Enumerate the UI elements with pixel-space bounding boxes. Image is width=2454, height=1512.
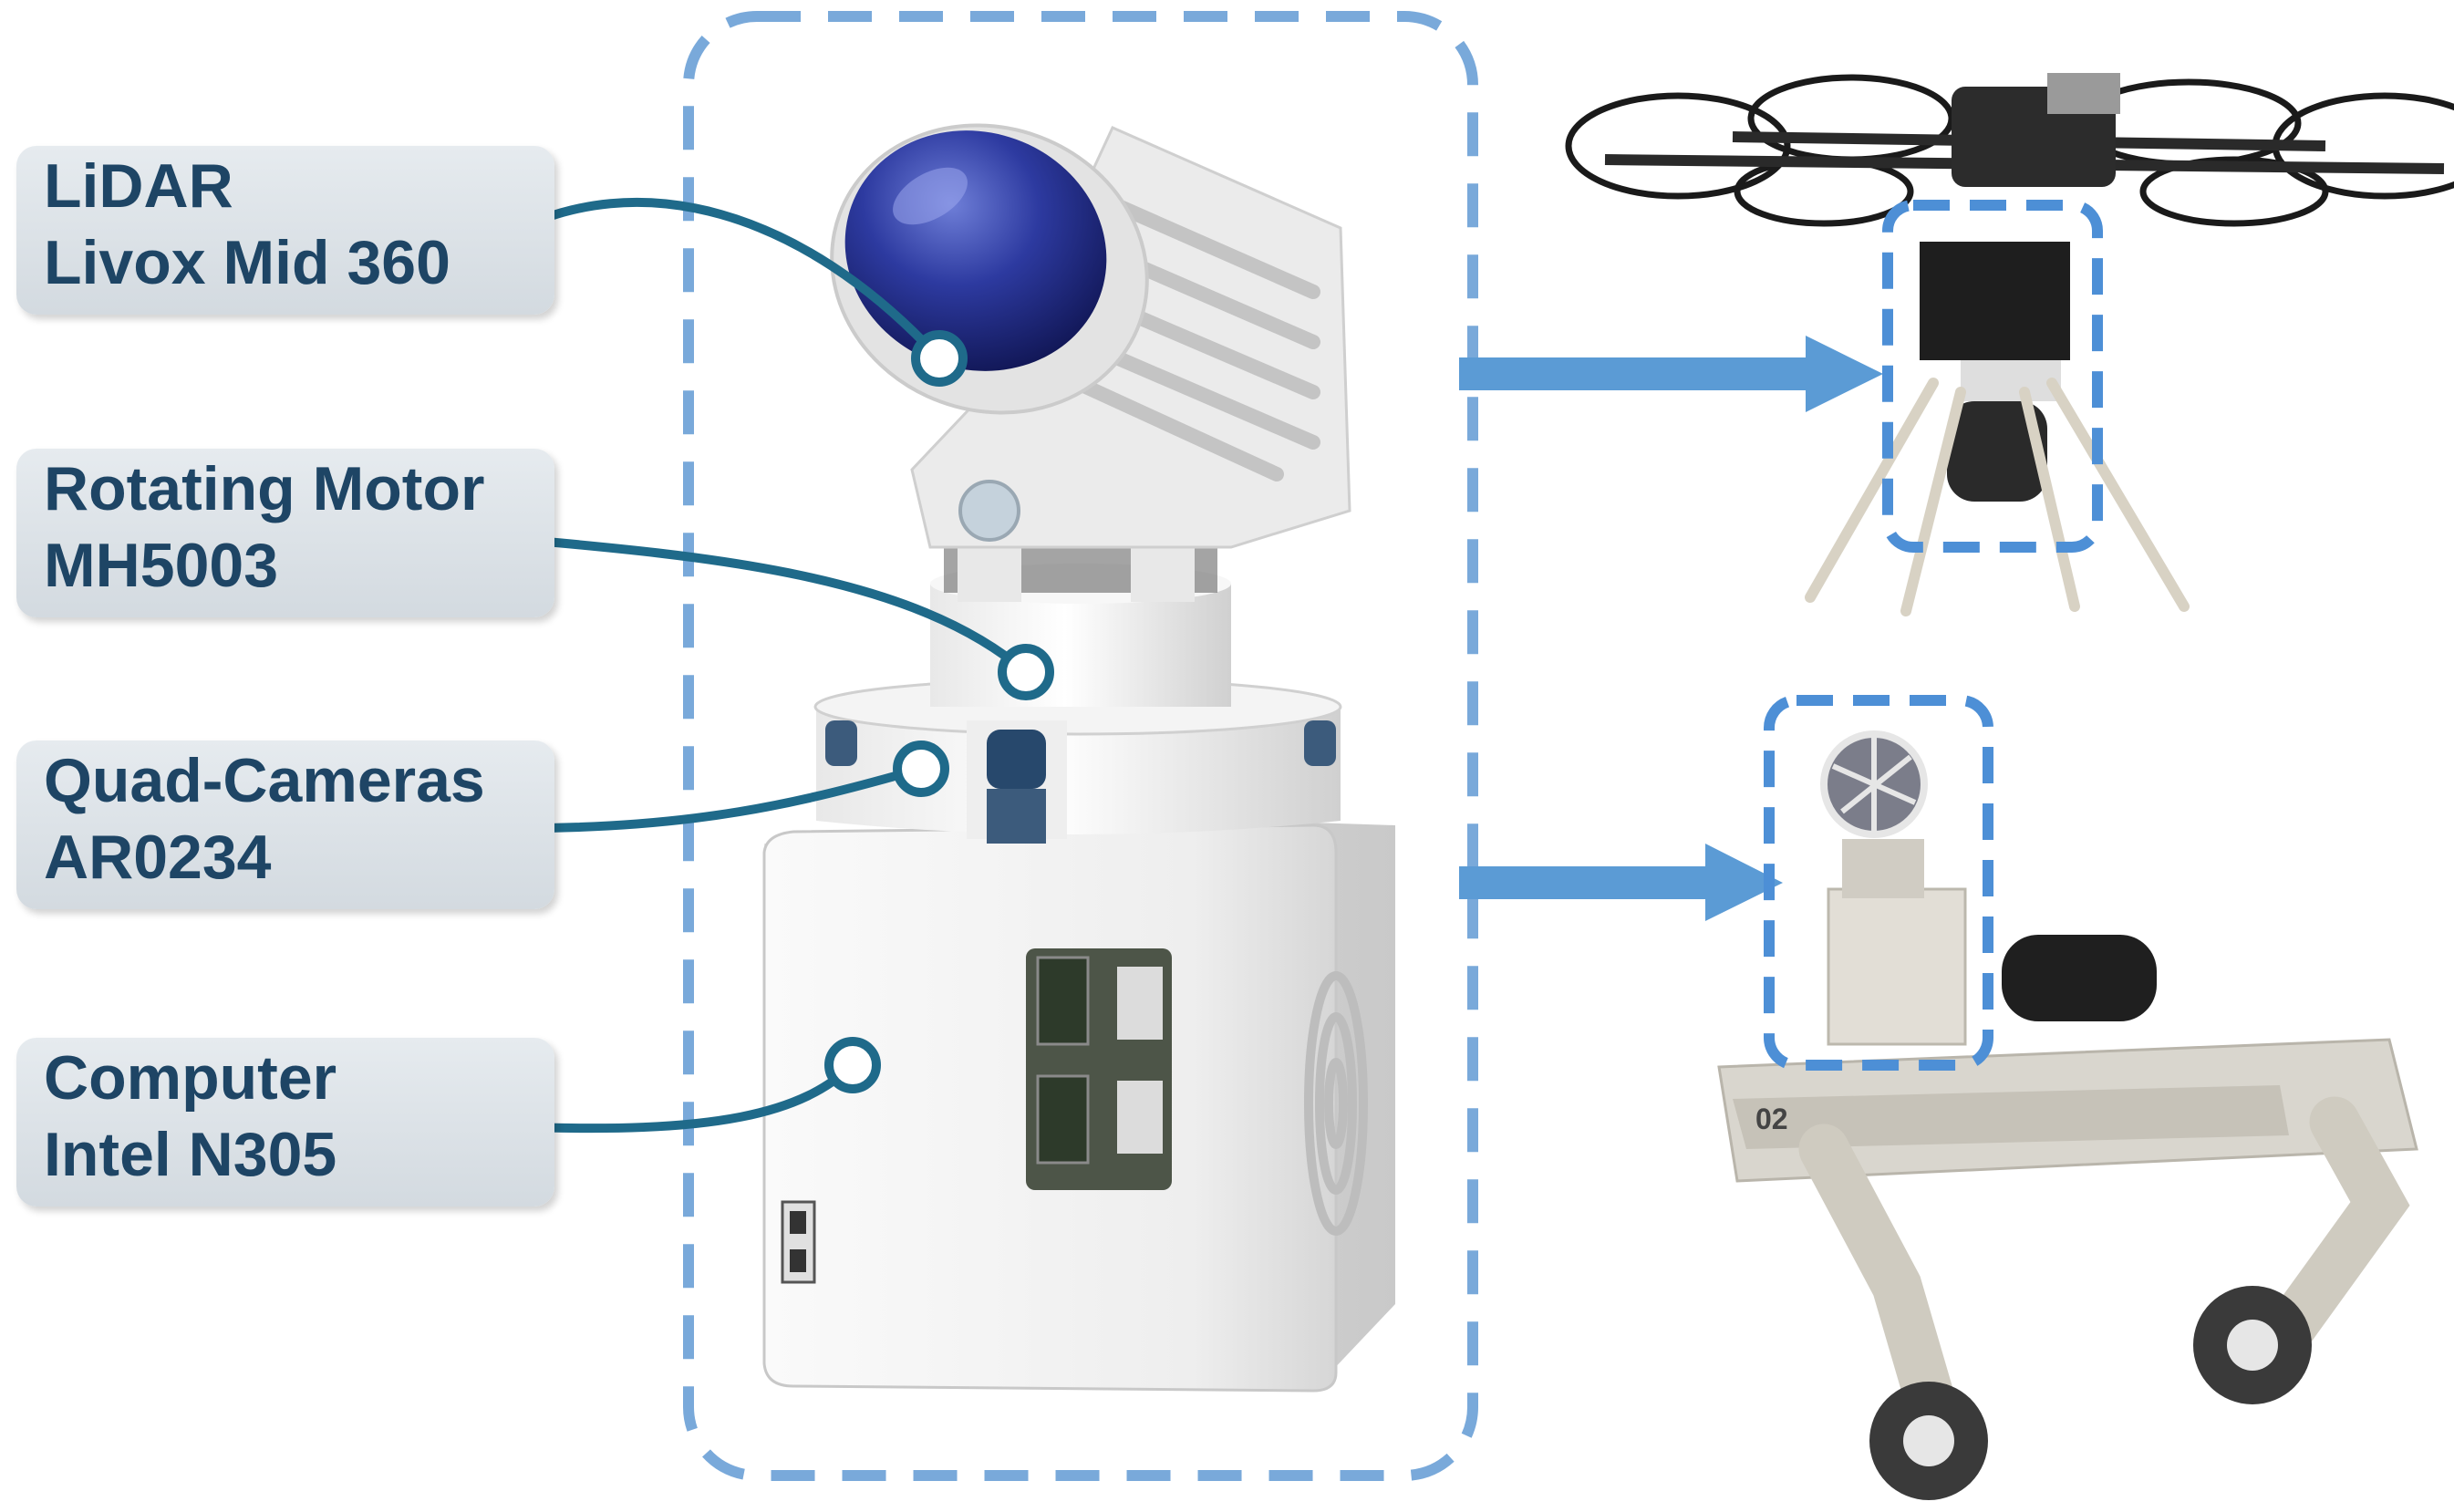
quadruped-number: 02 bbox=[1755, 1103, 1788, 1135]
arrows bbox=[1459, 336, 1883, 921]
label-cameras-title: Quad-Cameras bbox=[44, 746, 485, 815]
leader-lines bbox=[502, 198, 1030, 1134]
drone-payload-dashed-outline bbox=[1882, 200, 2103, 553]
label-computer-title: Computer bbox=[44, 1043, 337, 1113]
quadruped-robot: 02 bbox=[1717, 730, 2418, 1500]
device-dashed-outline bbox=[683, 11, 1478, 1481]
label-lidar-subtitle: Livox Mid 360 bbox=[44, 228, 450, 297]
computer-box bbox=[762, 821, 1395, 1393]
anchor-motor bbox=[998, 644, 1054, 700]
quadruped-sensor-dashed-outline bbox=[1764, 695, 1993, 1071]
label-lidar: LiDAR Livox Mid 360 bbox=[16, 146, 554, 315]
lidar-dome bbox=[830, 123, 1149, 415]
label-motor-title: Rotating Motor bbox=[44, 454, 485, 523]
label-cameras-subtitle: AR0234 bbox=[44, 823, 272, 892]
leader-endpoints bbox=[824, 330, 1054, 1093]
leader-motor bbox=[502, 533, 1030, 677]
leader-computer bbox=[502, 1061, 857, 1134]
anchor-cameras bbox=[893, 740, 949, 797]
label-lidar-title: LiDAR bbox=[44, 151, 233, 221]
anchor-computer bbox=[824, 1037, 881, 1093]
rotating-motor bbox=[930, 538, 1231, 707]
arrow-to-drone bbox=[1459, 336, 1883, 412]
leader-lidar bbox=[502, 198, 944, 363]
camera-ring bbox=[813, 678, 1342, 844]
leader-cameras bbox=[502, 764, 926, 834]
anchor-lidar bbox=[911, 330, 968, 387]
label-computer-subtitle: Intel N305 bbox=[44, 1120, 337, 1189]
fan-vent bbox=[1304, 971, 1368, 1236]
drone bbox=[1565, 73, 2454, 616]
label-motor-subtitle: MH5003 bbox=[44, 531, 279, 600]
label-computer: Computer Intel N305 bbox=[16, 1038, 554, 1206]
arrow-to-quadruped bbox=[1459, 844, 1783, 921]
label-cameras: Quad-Cameras AR0234 bbox=[16, 740, 554, 909]
label-motor: Rotating Motor MH5003 bbox=[16, 449, 554, 617]
sensor-device bbox=[762, 123, 1395, 1393]
